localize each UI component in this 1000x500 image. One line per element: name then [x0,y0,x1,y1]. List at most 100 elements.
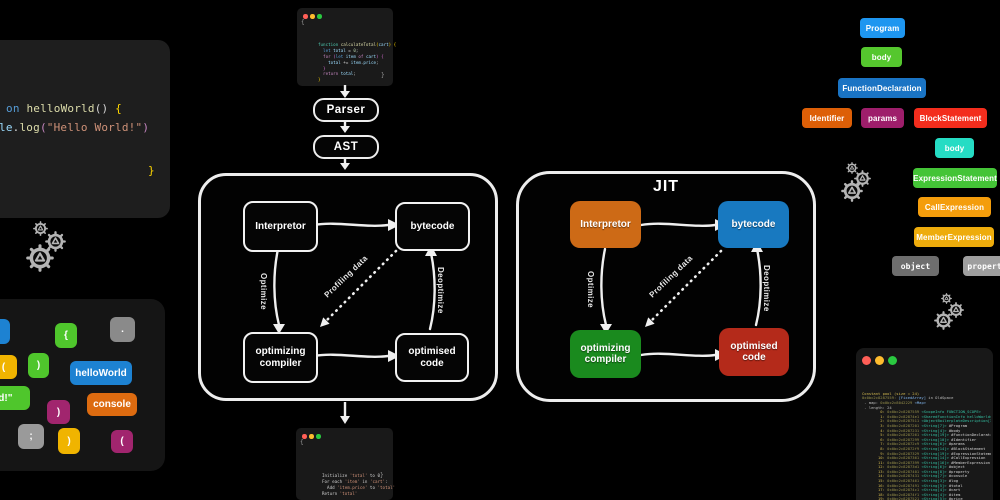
ast-step: AST [313,135,379,159]
diagram-node: bytecode [395,202,470,251]
token-tile: { [55,323,77,348]
brace-decoration: } [381,72,385,79]
terminal-line: 7: 0x0bc2c82872c9 <String[6]> #params [862,441,965,447]
code-line: } [318,65,326,71]
code-line: } [318,77,321,83]
terminal-line: 10: 0x0bc2c8287361 <String[14]> #CallExp… [862,455,986,461]
diagram-node: Interpretor [243,201,318,252]
code-line: total += item.price; [318,59,379,65]
token-tile: orld!" [0,386,30,410]
brace-decoration: } [380,472,384,479]
token-tile: ( [0,355,17,379]
code-line: Add 'item.price' to 'total' [322,485,396,491]
gear-icon [841,180,863,202]
token-tile: ( [0,319,10,344]
ast-node-tile: Identifier [802,108,852,128]
terminal-line: - map: 0x0bc2c8042229 <Map> [862,399,927,405]
diagram-node: Interpretor [570,201,641,248]
traffic-light-green [888,356,897,365]
traffic-light-red [303,14,308,19]
code-line: For each 'item' in 'cart': [322,478,388,484]
terminal-line: 16: 0x0bc2c8287491 <String[5]> #total [862,482,963,488]
traffic-light-yellow [310,14,315,19]
terminal-line: 14: 0x0bc2c8287431 <String[7]> #console [862,473,968,479]
token-tile: ; [18,424,44,449]
diagram-node: optimised code [395,333,469,382]
terminal-line: Constant pool (size = 24) [862,390,920,396]
terminal-line: 15: 0x0bc2c8287461 <String[3]> #log [862,478,959,484]
code-line: let total = 0; [318,48,359,54]
source-code: function calculateTotal(cart) { let tota… [318,25,396,83]
token-tile: helloWorld [70,361,132,385]
diagram-node: optimizing compiler [570,330,641,378]
terminal-line: 11: 0x0bc2c8287399 <String[16]> #MemberE… [862,459,991,465]
optimize-arrow-label: Optimize [259,273,268,310]
diagram-arrows [273,219,437,362]
terminal-line: 5: 0x0bc2c8287261 <String[19]> #Function… [862,432,991,438]
traffic-light-red [302,434,307,439]
code-editor-window: on helloWorld() {le.log("Hello World!")} [0,40,170,218]
gear-icon [934,311,953,330]
token-tile: ) [28,353,49,378]
ast-node-tile: body [935,138,974,158]
terminal-line: 3: 0x0bc2c8287201 <String[7]> #Program [862,422,968,428]
ast-node-tile: CallExpression [918,197,991,217]
ast-node-tile: Program [860,18,905,38]
code-line: function calculateTotal(cart) { [318,42,397,48]
traffic-light-green [316,434,321,439]
terminal-line: 12: 0x0bc2c82873d1 <String[6]> #object [862,464,965,470]
diagram-node: bytecode [718,201,789,248]
terminal-line: 19: 0x0bc2c8287521 <String[5]> #price [862,496,963,500]
ast-node-tile: FunctionDeclaration [838,78,926,98]
terminal-line: 8: 0x0bc2c82872f9 <String[14]> #BlockSta… [862,445,986,451]
token-tile: ) [58,428,80,454]
traffic-light-red [862,356,871,365]
traffic-light-yellow [309,434,314,439]
ast-node-tile: MemberExpression [914,227,994,247]
terminal-line: 0x0bc2c8287559: [FixedArray] in OldSpace [862,395,954,401]
terminal-line: - length: 24 [862,404,892,410]
bytecode-output: Constant pool (size = 24)0x0bc2c8287559:… [862,378,991,500]
source-code-window: { } function calculateTotal(cart) { let … [297,8,396,86]
terminal-line: 18: 0x0bc2c82874f1 <String[4]> #item [862,491,961,497]
code-line: return total; [318,71,356,77]
brace-decoration: { [301,19,305,26]
diagram-node: optimised code [719,328,789,376]
deoptimize-arrow-label: Deoptimize [436,267,445,314]
code-line: Return 'total' [322,491,358,497]
ast-node-tile: body [861,47,902,67]
ast-node-tile: object [892,256,939,276]
traffic-light-green [317,14,322,19]
terminal-line: 9: 0x0bc2c8287329 <String[19]> #Expressi… [862,450,991,456]
ast-node-tile: ExpressionStatement [913,168,997,188]
terminal-line: 17: 0x0bc2c82874c1 <String[4]> #cart [862,487,961,493]
terminal-line: 1: 0x0bc2c82874e1 <SharedFunctionInfo he… [862,413,991,419]
terminal-window: Constant pool (size = 24)0x0bc2c8287559:… [856,348,993,500]
jit-title: JIT [652,178,680,195]
token-tile: console [87,393,137,416]
terminal-line: 4: 0x0bc2c8287231 <String[4]> #body [862,427,961,433]
editor-code-line: on helloWorld() { [6,102,123,115]
code-line: for (let item of cart) { [318,53,384,59]
jit-diagram-box: JIT Interpretor bytecode optimizing compil… [516,171,816,402]
terminal-line: 13: 0x0bc2c8287401 <String[8]> #property [862,468,970,474]
terminal-line: 2: 0x0bc2c8287511 <ObjectBoilerplateDesc… [862,418,991,424]
interpreter-diagram-box: Interpretor bytecode optimizing compiler op… [198,173,498,401]
parser-step: Parser [313,98,379,122]
editor-code-line: le.log("Hello World!") [0,121,150,134]
flow-arrow-down [340,402,350,424]
brace-decoration: { [300,439,304,446]
diagram-node: optimizing compiler [243,332,318,383]
token-tile: ) [47,400,70,424]
window-traffic-lights [303,14,322,19]
ast-node-tile: property [963,256,1000,276]
window-traffic-lights [862,356,897,365]
optimize-arrow-label: Optimize [586,271,595,308]
code-line: Initialize 'total' to 0 [322,472,380,478]
token-tile: ( [111,430,133,453]
ast-node-tile: params [861,108,904,128]
token-tile: . [110,317,135,342]
